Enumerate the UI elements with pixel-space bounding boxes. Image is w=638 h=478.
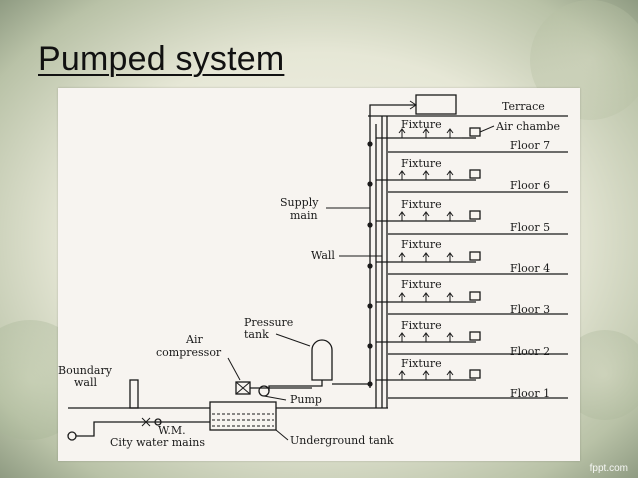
boundary-wall-label: Boundary xyxy=(58,364,113,377)
floor-label: Floor 2 xyxy=(510,345,550,358)
air-chamber-icon xyxy=(469,369,481,379)
floor-label: Floor 5 xyxy=(510,221,550,234)
pump-label: Pump xyxy=(290,393,322,406)
fixture-label: Fixture xyxy=(401,278,442,291)
air-chamber-icon xyxy=(469,127,481,137)
floor-4-row: Fixture Floor 4 xyxy=(376,238,568,275)
supply-main-label: main xyxy=(290,209,318,222)
pumped-system-diagram: Terrace Fixture Air chambe Floor 7 Fixtu… xyxy=(58,88,580,461)
pressure-tank-label: tank xyxy=(244,328,269,341)
leader-line xyxy=(227,357,241,381)
fixture-arrows xyxy=(398,128,454,380)
terrace-tank xyxy=(415,94,457,115)
boundary-wall-label: wall xyxy=(74,376,97,389)
arrow-icon xyxy=(409,100,417,110)
floor-1-row: Fixture Floor 1 xyxy=(376,357,568,400)
air-chamber-label: Air chambe xyxy=(495,120,560,133)
leader-line xyxy=(275,429,289,441)
boundary-wall xyxy=(129,379,139,409)
floor-2-row: Fixture Floor 2 xyxy=(376,319,568,358)
floor-label: Floor 1 xyxy=(510,387,550,400)
floor-label: Floor 6 xyxy=(510,179,550,192)
floor-7-row: Fixture Air chambe Floor 7 xyxy=(376,118,568,153)
supply-main-label: Supply xyxy=(280,196,319,209)
fixture-label: Fixture xyxy=(401,238,442,251)
water-meter-icon xyxy=(154,418,162,426)
underground-tank-label: Underground tank xyxy=(290,434,394,447)
tank-feed-pipe xyxy=(369,104,416,124)
city-main-pipe xyxy=(76,421,210,437)
fixture-label: Fixture xyxy=(401,319,442,332)
leader-line xyxy=(275,333,311,347)
wall-label: Wall xyxy=(311,249,335,262)
floor-6-row: Fixture Floor 6 xyxy=(376,157,568,193)
fixture-label: Fixture xyxy=(401,157,442,170)
air-chamber-icon xyxy=(469,331,481,341)
fixture-label: Fixture xyxy=(401,198,442,211)
floor-label: Floor 3 xyxy=(510,303,550,316)
pump-pipe xyxy=(268,380,323,391)
city-water-mains-label: City water mains xyxy=(110,436,205,449)
fixture-label: Fixture xyxy=(401,357,442,370)
floor-5-row: Fixture Floor 5 xyxy=(376,198,568,235)
air-compressor-label: compressor xyxy=(156,346,222,359)
watermark: fppt.com xyxy=(589,463,628,474)
diagram-svg: Terrace Fixture Air chambe Floor 7 Fixtu… xyxy=(58,94,568,449)
underground-tank xyxy=(209,401,277,431)
pipe-junctions xyxy=(367,141,373,387)
leader-line xyxy=(263,395,287,401)
floor-label: Floor 7 xyxy=(510,139,550,152)
air-chamber-icon xyxy=(469,210,481,220)
fixture-label: Fixture xyxy=(401,118,442,131)
terrace-label: Terrace xyxy=(502,100,545,113)
air-chamber-icon xyxy=(469,291,481,301)
valve-icon xyxy=(141,417,151,427)
floor-label: Floor 4 xyxy=(510,262,550,275)
water-meter-label: W.M. xyxy=(158,424,186,437)
pressure-tank-label: Pressure xyxy=(244,316,293,329)
air-compressor-label: Air xyxy=(185,333,203,346)
air-chamber-icon xyxy=(469,251,481,261)
slide-title: Pumped system xyxy=(38,40,285,78)
pressure-tank xyxy=(311,339,333,381)
air-chamber-icon xyxy=(469,169,481,179)
city-main-icon xyxy=(67,431,77,441)
